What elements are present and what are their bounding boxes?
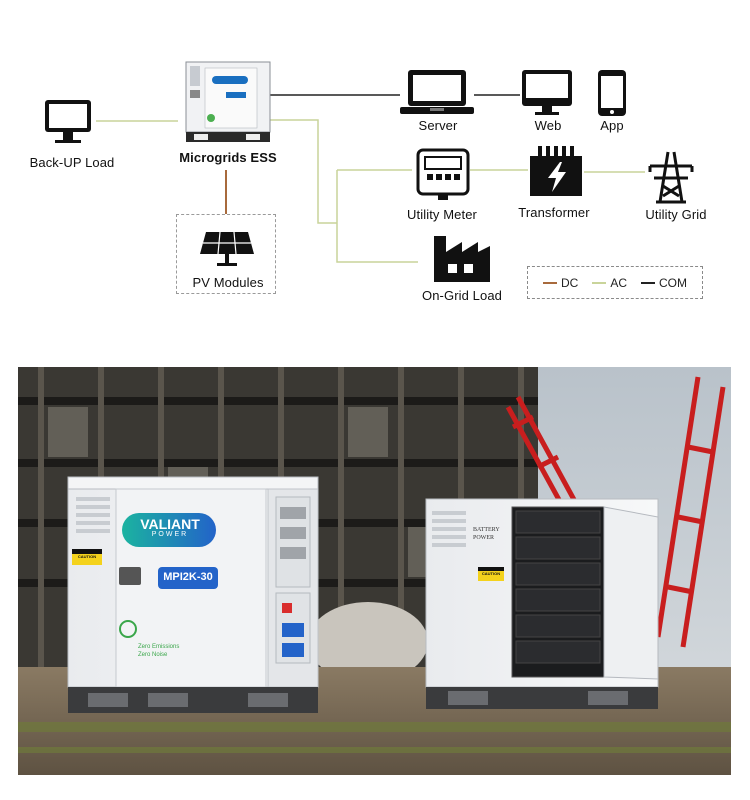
meter-icon [416, 148, 470, 200]
factory-icon [434, 236, 490, 282]
ess-cabinet-icon [185, 61, 271, 142]
legend-dc-swatch [542, 281, 557, 284]
solar-panel-icon [200, 231, 254, 266]
ac-connections [96, 119, 645, 263]
legend-com-swatch [640, 281, 655, 284]
photo-scene [18, 367, 731, 775]
power-tower-icon [648, 151, 694, 204]
pv-modules-label: PV Modules [192, 275, 264, 290]
microgrids-ess-label: Microgrids ESS [179, 150, 277, 165]
laptop-icon [400, 70, 474, 114]
eco-line-1: Zero Emissions [138, 644, 180, 650]
battery-cabinet-right [425, 498, 659, 709]
app-label: App [600, 118, 624, 133]
battery-brand-line-2: POWER [473, 535, 494, 541]
server-label: Server [418, 118, 458, 133]
gravel-pile [308, 602, 428, 682]
legend-dc: DC [542, 275, 579, 290]
ac-line-ess-junction [270, 119, 337, 224]
model-label: MPI2K-30 [163, 571, 213, 583]
caution-sticker-left: CAUTION [77, 554, 97, 559]
legend-com-text: COM [658, 275, 687, 290]
legend-dc-text: DC [560, 275, 579, 290]
desktop-icon [522, 70, 572, 115]
web-label: Web [534, 118, 562, 133]
legend-ac-swatch [592, 281, 607, 284]
line-legend: DC AC COM [527, 266, 703, 299]
eco-line-2: Zero Noise [138, 652, 168, 658]
brand-logo-text: VALIANT [140, 516, 200, 532]
phone-icon [598, 70, 626, 116]
ac-line-junction-ongrid [336, 170, 418, 263]
caution-sticker-right: CAUTION [481, 571, 501, 576]
battery-brand-line-1: BATTERY [473, 527, 500, 533]
transformer-label: Transformer [518, 205, 590, 220]
product-photo: VALIANT POWER MPI2K-30 CAUTION Zero Emis… [18, 367, 731, 775]
ess-cabinet-left [67, 476, 319, 713]
legend-com: COM [640, 275, 687, 290]
transformer-icon [530, 146, 582, 196]
system-diagram: Back-UP Load Microgrids ESS PV Modules S… [0, 0, 750, 340]
legend-ac: AC [592, 276, 627, 290]
utility-grid-label: Utility Grid [645, 207, 707, 222]
diagram-canvas [45, 61, 694, 282]
backup-load-label: Back-UP Load [29, 155, 115, 170]
monitor-icon [45, 100, 91, 143]
utility-meter-label: Utility Meter [407, 207, 477, 222]
brand-sub-text: POWER [151, 531, 189, 538]
pv-modules-box [176, 214, 276, 294]
on-grid-load-label: On-Grid Load [422, 288, 502, 303]
legend-ac-text: AC [610, 275, 627, 290]
